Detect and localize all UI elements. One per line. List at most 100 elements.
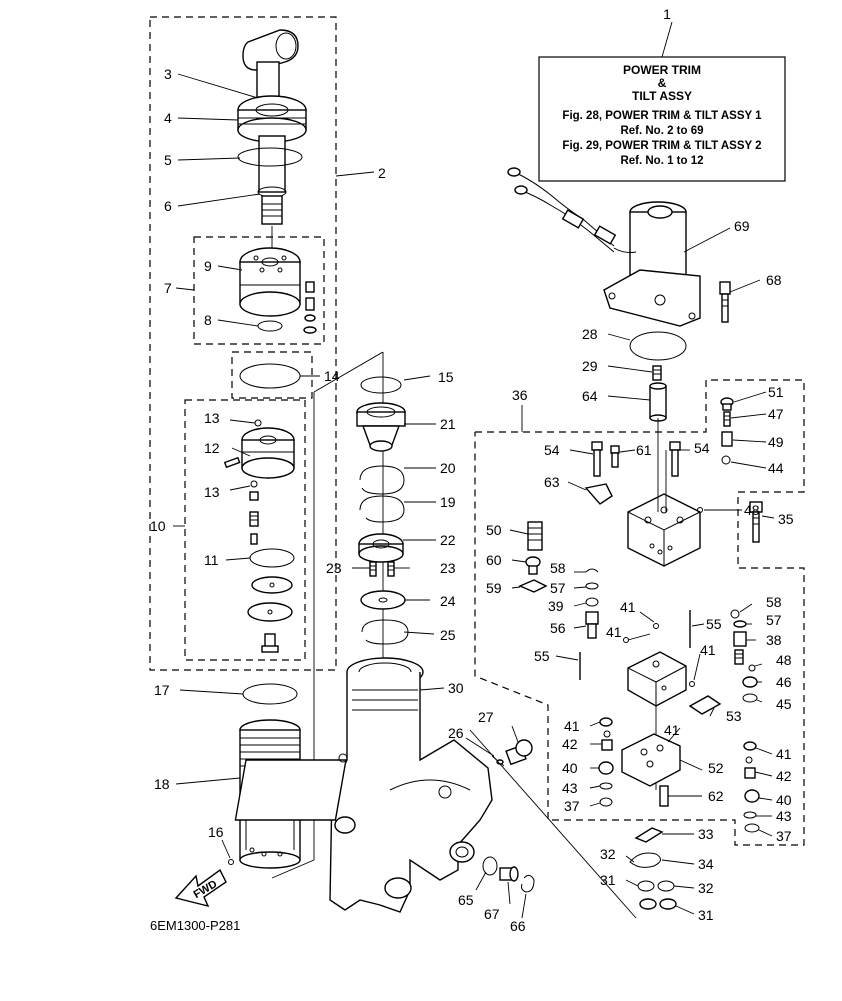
callout-66: 66 (510, 918, 526, 934)
reference-box-title-2: & (658, 76, 667, 90)
callout-13a: 13 (204, 410, 220, 426)
gear-pump-64 (649, 382, 667, 422)
callout-36: 36 (512, 387, 528, 403)
callout-61: 61 (636, 442, 652, 458)
callout-50: 50 (486, 522, 502, 538)
group-boundaries (149, 16, 805, 846)
callout-5: 5 (164, 152, 172, 168)
callout-11: 11 (204, 552, 219, 568)
callout-40a: 40 (562, 760, 578, 776)
callout-17: 17 (154, 682, 170, 698)
callout-30: 30 (448, 680, 464, 696)
callout-43b: 43 (776, 808, 792, 824)
callout-41a: 41 (620, 599, 636, 615)
callout-leaders (173, 73, 775, 919)
bolt-35 (749, 501, 763, 543)
callout-18: 18 (154, 776, 170, 792)
callout-58a: 58 (550, 560, 566, 576)
callout-40b: 40 (776, 792, 792, 808)
callout-42b: 42 (776, 768, 792, 784)
callout-23a: 23 (326, 560, 342, 576)
callout-9: 9 (204, 258, 212, 274)
callout-32b: 32 (698, 880, 714, 896)
callout-55a: 55 (706, 616, 722, 632)
valve-stack-38-46 (730, 609, 758, 703)
callout-27: 27 (478, 709, 494, 725)
callout-43a: 43 (562, 780, 578, 796)
filter-29 (652, 365, 662, 381)
reference-box-fig29-refs: Ref. No. 1 to 12 (620, 155, 703, 167)
callout-57a: 57 (550, 580, 566, 596)
callout-10: 10 (150, 518, 166, 534)
callout-63: 63 (544, 474, 560, 490)
clip-parts-31-34 (629, 827, 677, 910)
valve-group-boundary (474, 379, 805, 846)
callout-68: 68 (766, 272, 782, 288)
bolt-68 (719, 281, 731, 323)
callout-42a: 42 (562, 736, 578, 752)
callout-60: 60 (486, 552, 502, 568)
reference-box-fig28: Fig. 28, POWER TRIM & TILT ASSY 1 (562, 110, 762, 122)
callout-12: 12 (204, 440, 220, 456)
callout-39: 39 (548, 598, 564, 614)
piston-subassembly-7 (239, 247, 317, 334)
callout-38: 38 (766, 632, 782, 648)
reference-box-fig29: Fig. 29, POWER TRIM & TILT ASSY 2 (562, 140, 761, 152)
motor-assembly-69 (507, 167, 701, 327)
oring-14-boundary (231, 351, 313, 399)
oring-28 (629, 331, 687, 361)
callout-13b: 13 (204, 484, 220, 500)
callout-54a: 54 (544, 442, 560, 458)
center-parts-column (356, 376, 409, 645)
valve-block-upper (584, 418, 701, 567)
callout-69: 69 (734, 218, 750, 234)
valve-stack-lower-left (598, 717, 614, 807)
callout-44: 44 (768, 460, 784, 476)
center-frame-line-bottom (271, 859, 315, 879)
callout-23b: 23 (440, 560, 456, 576)
valve-plate-52 (621, 733, 681, 807)
callout-29: 29 (582, 358, 598, 374)
callout-19: 19 (440, 494, 456, 510)
callout-57b: 57 (766, 612, 782, 628)
callout-20: 20 (440, 460, 456, 476)
callout-49: 49 (768, 434, 784, 450)
callout-37b: 37 (776, 828, 792, 844)
callout-28: 28 (582, 326, 598, 342)
callout-46: 46 (776, 674, 792, 690)
callout-32a: 32 (600, 846, 616, 862)
callout-41f: 41 (776, 746, 792, 762)
callout-24: 24 (440, 593, 456, 609)
tilt-rod-assembly (237, 29, 307, 248)
callout-3: 3 (164, 66, 172, 82)
callout-33: 33 (698, 826, 714, 842)
callout-41e: 41 (664, 722, 680, 738)
callout-45: 45 (776, 696, 792, 712)
callout-62: 62 (708, 788, 724, 804)
trim-piston-assembly-10 (223, 419, 295, 653)
callout-16: 16 (208, 824, 224, 840)
callout-15: 15 (438, 369, 454, 385)
body-diagonal-line (469, 729, 637, 919)
callout-25: 25 (440, 627, 456, 643)
reference-box-title-1: POWER TRIM (623, 63, 701, 77)
callout-55b: 55 (534, 648, 550, 664)
callout-7: 7 (164, 280, 172, 296)
callout-65: 65 (458, 892, 474, 908)
piston-subgroup-boundary (193, 236, 325, 345)
reference-box-title-3: TILT ASSY (632, 89, 692, 103)
callout-51: 51 (768, 384, 784, 400)
callout-48b: 48 (776, 652, 792, 668)
callout-59: 59 (486, 580, 502, 596)
callout-8: 8 (204, 312, 212, 328)
callout-4: 4 (164, 110, 172, 126)
callout-31b: 31 (698, 907, 714, 923)
fwd-arrow: FWD (174, 868, 227, 908)
callout-41c: 41 (700, 642, 716, 658)
callout-56: 56 (550, 620, 566, 636)
valve-stack-47-51 (697, 397, 734, 513)
callout-64: 64 (582, 388, 598, 404)
valve-stack-lower-right (743, 741, 760, 833)
callout-41d: 41 (564, 718, 580, 734)
